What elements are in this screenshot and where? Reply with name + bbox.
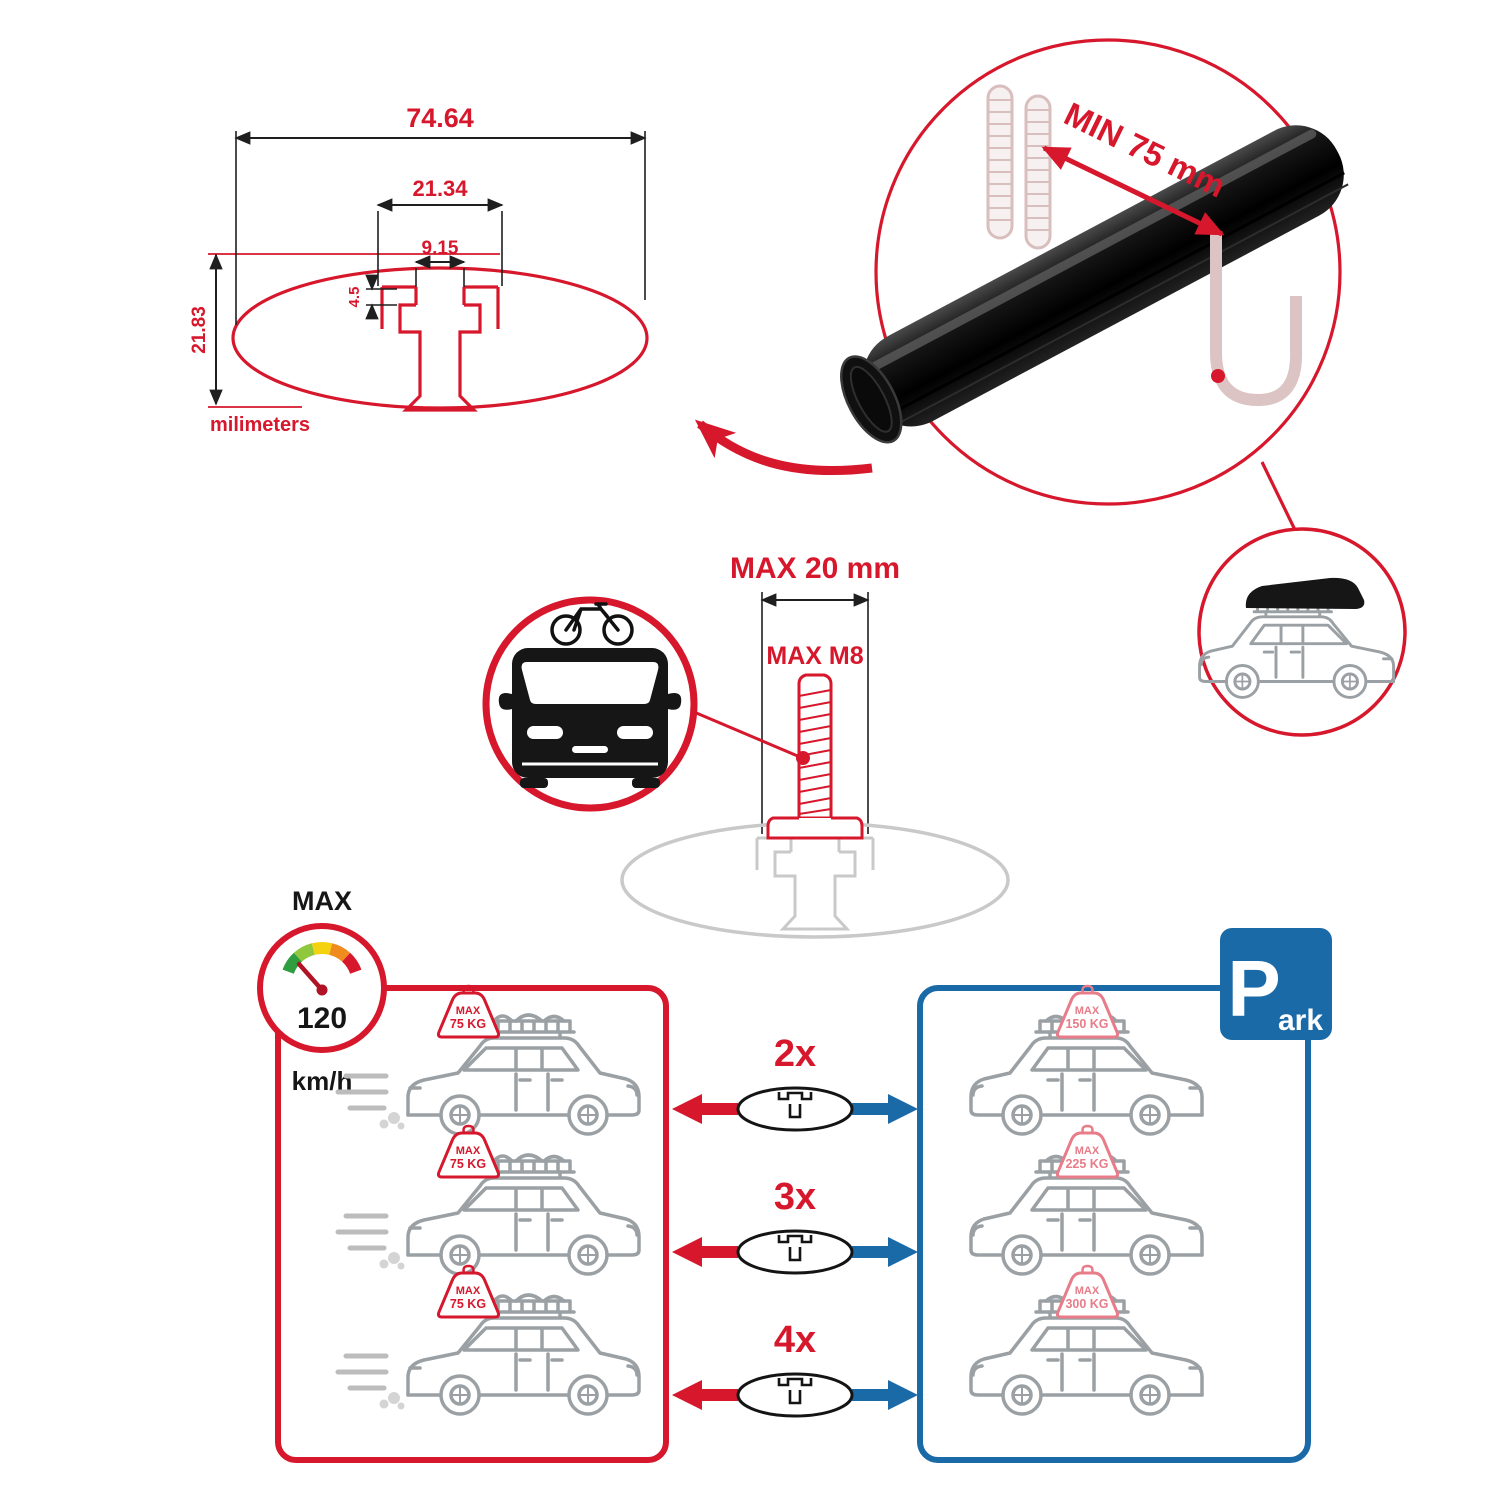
- dim-opening-label: 9.15: [422, 238, 459, 259]
- ghost-ubolt-front: [1210, 232, 1303, 407]
- tag-title: MAX: [456, 1145, 481, 1157]
- driving-car-row-2: MAX 75 KG: [335, 1124, 641, 1276]
- tag-weight: 75 KG: [450, 1017, 486, 1031]
- min-span-arrow: [1041, 145, 1225, 237]
- speed-value: 120: [297, 1002, 347, 1035]
- speed-limit-badge: MAX 120 km/h: [257, 886, 387, 1096]
- t-bolt-icon: [766, 673, 864, 840]
- bike-icon: [550, 602, 634, 646]
- multiplier-label: 3x: [774, 1176, 816, 1218]
- multiplier-row-1: 2x: [672, 1033, 918, 1132]
- tag-weight: 300 KG: [1065, 1297, 1108, 1311]
- roof-box-icon: [1245, 577, 1365, 609]
- bar-section-icon: [736, 1229, 854, 1275]
- parked-panel: [917, 985, 1311, 1463]
- bike-car-circle: [482, 596, 698, 812]
- left-arrow-icon: [672, 1380, 738, 1410]
- multiplier-label: 2x: [774, 1033, 816, 1075]
- circle-connector-line: [1260, 461, 1298, 533]
- gauge-needle: [296, 961, 325, 993]
- bar-section-icon: [736, 1372, 854, 1418]
- driving-car-row-1: MAX 75 KG: [335, 984, 641, 1136]
- left-arrow-icon: [672, 1237, 738, 1267]
- right-arrow-icon: [852, 1380, 918, 1410]
- t-slot-profile: [380, 285, 500, 412]
- multiplier-row-3: 4x: [672, 1319, 918, 1418]
- multiplier-row-2: 3x: [672, 1176, 918, 1275]
- dim-lip-ext: [366, 288, 397, 306]
- bar-profile-ellipse: [231, 266, 649, 410]
- tag-title: MAX: [1075, 1285, 1100, 1297]
- bolt-dim-ext: [761, 592, 869, 834]
- red-extension-lines: [208, 253, 500, 408]
- tag-title: MAX: [456, 1285, 481, 1297]
- dim-total-width-label: 74.64: [406, 103, 474, 133]
- dim-slot-outer-label: 21.34: [412, 176, 468, 201]
- fixing-point-dot: [1211, 369, 1225, 383]
- max-length-label: MAX 20 mm: [730, 552, 900, 585]
- bolt-leader-dot: [796, 751, 810, 765]
- parking-sign: P ark: [1220, 928, 1332, 1040]
- parking-suffix: ark: [1278, 1004, 1323, 1037]
- speed-lines: [335, 1073, 405, 1130]
- dim-total-width-ext: [235, 131, 646, 325]
- car-front-icon: [498, 648, 682, 788]
- cross-section-diagram: 74.64 21.34 9.15 4.5 21.83 milimeters: [189, 103, 649, 436]
- tag-title: MAX: [1075, 1145, 1100, 1157]
- tag-title: MAX: [456, 1005, 481, 1017]
- dim-lip-label: 4.5: [346, 287, 363, 308]
- dim-slot-outer-ext: [377, 211, 503, 286]
- speed-lines: [335, 1353, 405, 1410]
- parking-sign-plate: [1220, 928, 1332, 1040]
- tag-title: MAX: [1075, 1005, 1100, 1017]
- crossbar-detail-circle: MIN 75 mm: [840, 38, 1349, 506]
- gauge-pivot: [316, 984, 328, 996]
- capacity-comparison: MAX 120 km/h P ark: [257, 886, 1332, 1463]
- tag-weight: 75 KG: [450, 1297, 486, 1311]
- right-arrow-icon: [852, 1094, 918, 1124]
- parking-letter: P: [1227, 944, 1280, 1033]
- speed-title: MAX: [292, 886, 352, 916]
- parked-car-row-3: MAX 300 KG: [969, 1264, 1204, 1416]
- roofbox-car-circle: [1197, 527, 1407, 737]
- bar-section-icon: [736, 1086, 854, 1132]
- tag-weight: 150 KG: [1065, 1017, 1108, 1031]
- speed-lines: [335, 1213, 405, 1270]
- ghost-profile-ellipse: [620, 821, 1010, 939]
- bolt-diagram: MAX 20 mm MAX M8: [620, 552, 1010, 939]
- ghost-slot-profile: [755, 836, 875, 931]
- gauge-arcs: [282, 942, 362, 975]
- right-arrow-icon: [852, 1237, 918, 1267]
- tag-weight: 75 KG: [450, 1157, 486, 1171]
- parked-car-row-2: MAX 225 KG: [969, 1124, 1204, 1276]
- parked-car-row-1: MAX 150 KG: [969, 984, 1204, 1136]
- bolt-leader-line: [693, 710, 801, 759]
- dim-opening-ext: [415, 268, 465, 287]
- tag-weight: 225 KG: [1065, 1157, 1108, 1171]
- units-label: milimeters: [210, 414, 310, 436]
- multiplier-label: 4x: [774, 1319, 816, 1361]
- left-arrow-icon: [672, 1094, 738, 1124]
- pointer-arrow-to-section: [694, 419, 873, 475]
- max-thread-label: MAX M8: [766, 642, 863, 670]
- driving-car-row-3: MAX 75 KG: [335, 1264, 641, 1416]
- dim-height-label: 21.83: [189, 306, 210, 354]
